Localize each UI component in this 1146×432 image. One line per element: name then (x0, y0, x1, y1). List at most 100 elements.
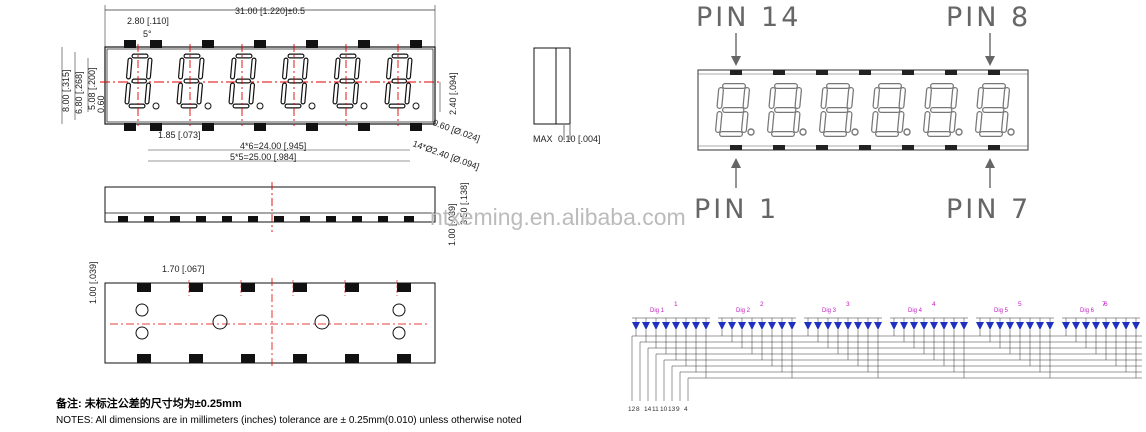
circuit-digit-number: 4 (932, 301, 936, 308)
bottom-pin (144, 216, 154, 222)
circuit-digit-number: 3 (846, 301, 850, 308)
display-body (697, 69, 1029, 151)
pad-top (189, 283, 203, 292)
display-pin-top (902, 70, 914, 75)
led-diode (768, 322, 776, 330)
circuit-pin-number: 14 (644, 406, 652, 413)
pad-top (293, 283, 307, 292)
circuit-pin-number: 10 (660, 406, 668, 413)
led-diode (788, 322, 796, 330)
bottom-pin (300, 216, 310, 222)
bottom-base-label: 1.00 [.039] (447, 203, 457, 246)
dp-offset-label: 0.60 (96, 95, 106, 113)
pin14-label: PIN 14 (696, 2, 801, 33)
pin-height-label: 2.40 [.094] (448, 72, 458, 115)
pad-bottom (241, 354, 255, 363)
circuit-digit-label: Dig 1 (650, 308, 665, 314)
circuit-pin-number: 8 (636, 406, 640, 413)
display-digits (715, 83, 1015, 137)
display-pin-bottom (816, 145, 828, 150)
display-pin-bottom (859, 145, 871, 150)
bottom-pin (222, 216, 232, 222)
display-pin-bottom (730, 145, 742, 150)
height-total-label: 8.00 [.315] (61, 69, 71, 112)
led-diode (778, 322, 786, 330)
front-digit-inner (177, 54, 204, 108)
led-diode (940, 322, 948, 330)
pad-top (345, 283, 359, 292)
bottom-pin (196, 216, 206, 222)
led-diode (844, 322, 852, 330)
front-view-top-pins (124, 40, 422, 48)
circuit-digit-number: 2 (760, 301, 764, 308)
display-digit-inner (872, 84, 905, 136)
pad-bottom (137, 354, 151, 363)
side-max-value: 0.10 [.004] (558, 134, 600, 144)
pad-view-pins (137, 280, 411, 363)
circuit-pin-number: 4 (684, 406, 688, 413)
circuit-pin-number: 9 (676, 406, 680, 413)
circuit-digit-number: 5 (1018, 301, 1022, 308)
led-diode (996, 322, 1004, 330)
front-digit-inner (281, 54, 308, 108)
note-en: NOTES: All dimensions are in millimeters… (56, 415, 522, 426)
display-pin-top (730, 70, 742, 75)
front-digit-inner (229, 54, 256, 108)
led-diode (1132, 322, 1140, 330)
watermark-text: ntxeming.en.alibaba.com (430, 204, 686, 230)
led-diode (1036, 322, 1044, 330)
display-pin-bottom (945, 145, 957, 150)
bottom-pin (378, 216, 388, 222)
display-digit-inner (924, 84, 957, 136)
watermark: ntxeming.en.alibaba.com (430, 204, 686, 230)
seg-width-label: 2.80 [.110] (127, 16, 169, 26)
display-dp (903, 128, 911, 136)
display-pin-top (945, 70, 957, 75)
led-diode (718, 322, 726, 330)
led-diode (874, 322, 882, 330)
led-diode (930, 322, 938, 330)
led-diode (960, 322, 968, 330)
led-diode (1046, 322, 1054, 330)
pad-bottom (293, 354, 307, 363)
led-diode (950, 322, 958, 330)
pin-hole-label: 14*Ø2.40 [Ø.094] (411, 138, 480, 171)
display-pins (730, 70, 1000, 150)
led-diode (890, 322, 898, 330)
led-diode (986, 322, 994, 330)
overall-width-label: 31.00 [1.220]±0.5 (235, 6, 305, 16)
pad-top (137, 283, 151, 292)
bottom-height-label: 3.50 [.138] (459, 182, 469, 225)
led-diode (1092, 322, 1100, 330)
height-body-label: 6.80 [.268] (74, 71, 84, 114)
display-dp (1007, 128, 1015, 136)
circuit-digit-label: Dig 5 (994, 308, 1009, 314)
front-view-bottom-pins (124, 123, 422, 131)
pad-bottom (397, 354, 411, 363)
led-diode (642, 322, 650, 330)
circuit-digit-label: Dig 4 (908, 308, 923, 314)
display-dp (851, 128, 859, 136)
height-digit-label: 5.08 [.200] (87, 67, 97, 110)
circuit-pin-number: 12 (628, 406, 636, 413)
led-diode (728, 322, 736, 330)
bottom-view (104, 182, 436, 232)
led-diode (652, 322, 660, 330)
note-cn: 备注: 未标注公差的尺寸均为±0.25mm (56, 398, 242, 410)
led-diode (682, 322, 690, 330)
led-diode (758, 322, 766, 330)
led-diode (748, 322, 756, 330)
front-view-digits (124, 44, 420, 126)
front-dp (256, 102, 264, 110)
front-digit-inner (385, 54, 412, 108)
led-diode (864, 322, 872, 330)
led-diode (1062, 322, 1070, 330)
led-diode (900, 322, 908, 330)
display-pin-top (816, 70, 828, 75)
display-pin-top (773, 70, 785, 75)
led-diode (1016, 322, 1024, 330)
led-diode (692, 322, 700, 330)
display-pin-top (859, 70, 871, 75)
display-pin-bottom (773, 145, 785, 150)
